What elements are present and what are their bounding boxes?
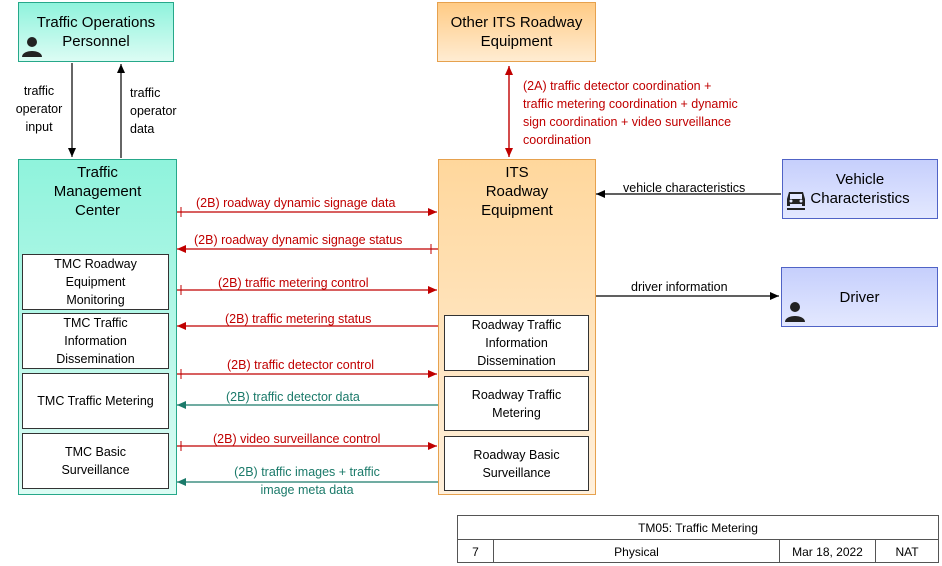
other-its-roadway-equipment-label: Other ITS Roadway Equipment xyxy=(450,14,583,50)
roadway-basic-surveillance-label: Roadway Basic Surveillance xyxy=(473,447,560,480)
signage-status-label: (2B) roadway dynamic signage status xyxy=(194,233,403,247)
tmc-roadway-equipment-monitoring-label: TMC Roadway Equipment Monitoring xyxy=(54,257,137,307)
tmc-traffic-information-dissemination-label: TMC Traffic Information Dissemination xyxy=(56,316,135,366)
footer-title: TM05: Traffic Metering xyxy=(458,516,938,540)
footer-date: Mar 18, 2022 xyxy=(780,540,876,563)
person-icon xyxy=(22,37,42,57)
driver-label: Driver xyxy=(839,288,880,306)
roadway-traffic-information-dissemination-label: Roadway Traffic Information Disseminatio… xyxy=(471,318,562,368)
signage-data-label: (2B) roadway dynamic signage data xyxy=(196,196,396,210)
operator-input-label: traffic operator input xyxy=(15,84,63,134)
roadway-basic-surveillance: Roadway Basic Surveillance xyxy=(444,436,589,491)
roadway-traffic-information-dissemination: Roadway Traffic Information Disseminatio… xyxy=(444,315,589,371)
traffic-images-label: (2B) traffic images + traffic image meta… xyxy=(234,465,380,497)
diagram-footer: TM05: Traffic Metering 7 Physical Mar 18… xyxy=(457,515,939,563)
metering-control-label: (2B) traffic metering control xyxy=(218,276,369,290)
tmc-traffic-metering-label: TMC Traffic Metering xyxy=(37,394,154,408)
traffic-operations-personnel-label: Traffic Operations Personnel xyxy=(36,14,156,50)
operator-data-label: traffic operator data xyxy=(130,86,177,136)
vehicle-characteristics: Vehicle Characteristics xyxy=(782,159,938,219)
video-control-label: (2B) video surveillance control xyxy=(213,432,381,446)
metering-status-label: (2B) traffic metering status xyxy=(225,312,372,326)
tmc-basic-surveillance: TMC Basic Surveillance xyxy=(22,433,169,489)
person-icon xyxy=(785,302,805,322)
driver-information-flow-label: driver information xyxy=(631,280,728,294)
roadway-traffic-metering: Roadway Traffic Metering xyxy=(444,376,589,431)
its-roadway-equipment-label: ITS Roadway Equipment xyxy=(481,164,553,219)
traffic-operations-personnel: Traffic Operations Personnel xyxy=(18,2,174,62)
footer-view: Physical xyxy=(494,540,780,563)
tmc-roadway-equipment-monitoring: TMC Roadway Equipment Monitoring xyxy=(22,254,169,310)
tmc-basic-surveillance-label: TMC Basic Surveillance xyxy=(61,445,130,477)
footer-tag: NAT xyxy=(895,544,919,559)
detector-data-label: (2B) traffic detector data xyxy=(226,390,360,404)
vehicle-characteristics-label: Vehicle Characteristics xyxy=(810,171,910,207)
detector-control-label: (2B) traffic detector control xyxy=(227,358,375,372)
vehicle-characteristics-flow-label: vehicle characteristics xyxy=(623,181,746,195)
coordination-label: (2A) traffic detector coordination + tra… xyxy=(523,79,738,147)
footer-number: 7 xyxy=(458,540,494,563)
roadway-traffic-metering-label: Roadway Traffic Metering xyxy=(471,387,562,420)
vehicle-icon xyxy=(787,192,805,210)
driver: Driver xyxy=(781,267,938,327)
tmc-traffic-metering: TMC Traffic Metering xyxy=(22,373,169,429)
tmc-traffic-information-dissemination: TMC Traffic Information Dissemination xyxy=(22,313,169,369)
other-its-roadway-equipment: Other ITS Roadway Equipment xyxy=(437,2,596,62)
traffic-management-center-label: Traffic Management Center xyxy=(53,164,142,219)
